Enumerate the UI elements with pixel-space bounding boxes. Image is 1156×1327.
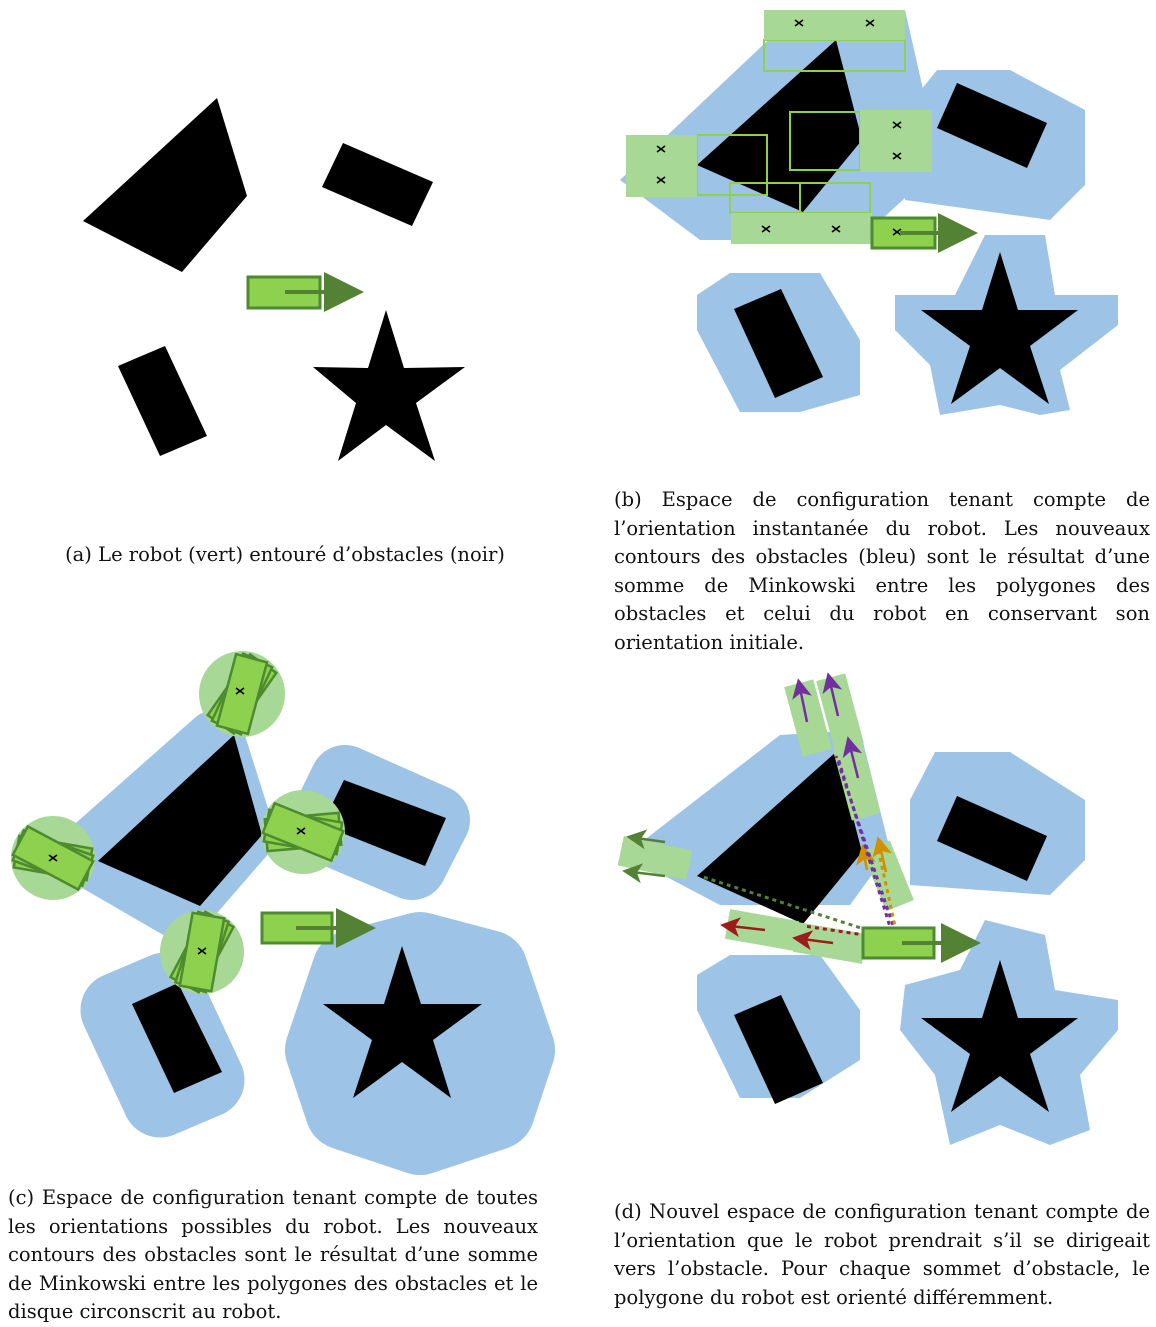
robot xyxy=(260,908,376,948)
obstacle-quadrilateral xyxy=(98,735,262,906)
obstacle-rectangle-bottom-left xyxy=(734,289,823,398)
panel-b-drawing xyxy=(620,10,1118,415)
caption-d: (d) Nouvel espace de configuration tenan… xyxy=(614,1198,1150,1312)
obstacle-rectangle-bottom-left xyxy=(132,983,222,1093)
obstacle-star xyxy=(323,946,482,1098)
panel-d xyxy=(600,660,1156,1160)
robot xyxy=(246,272,364,312)
disc-top xyxy=(199,651,285,737)
caption-b-text: (b) Espace de configuration tenant compt… xyxy=(614,488,1150,654)
caption-a: (a) Le robot (vert) entouré d’obstacles … xyxy=(40,541,530,570)
robot-marker-icon xyxy=(656,19,902,233)
robot-marker-icon xyxy=(892,228,902,236)
obstacle-rectangle-top-right xyxy=(937,796,1047,881)
obstacle-rectangle-top-right xyxy=(937,83,1047,168)
panel-d-drawing xyxy=(617,672,1118,1145)
obstacle-star xyxy=(313,310,465,461)
obstacle-star xyxy=(921,960,1078,1112)
robot xyxy=(861,923,981,963)
obstacle-quadrilateral xyxy=(697,752,862,924)
panel-a-drawing xyxy=(83,98,465,461)
panel-c-drawing xyxy=(11,651,555,1175)
panel-c xyxy=(0,640,560,1175)
disc-middle xyxy=(261,790,345,874)
obstacle-quadrilateral xyxy=(83,98,247,272)
obstacle-rectangle-bottom-left xyxy=(118,346,207,456)
caption-c: (c) Espace de configuration tenant compt… xyxy=(8,1184,538,1327)
caption-c-text: (c) Espace de configuration tenant compt… xyxy=(8,1186,538,1323)
obstacle-star xyxy=(921,252,1078,404)
caption-d-text: (d) Nouvel espace de configuration tenan… xyxy=(614,1200,1150,1309)
disc-left xyxy=(11,816,95,900)
ghost-robots xyxy=(626,10,932,244)
robot-marker-icon xyxy=(48,854,58,862)
caption-b: (b) Espace de configuration tenant compt… xyxy=(614,486,1150,657)
caption-a-text: (a) Le robot (vert) entouré d’obstacles … xyxy=(65,543,505,566)
obstacle-rectangle-top-right xyxy=(322,143,433,226)
obstacle-rectangle-bottom-left xyxy=(734,995,823,1104)
robot-marker-icon xyxy=(235,687,245,695)
panel-b xyxy=(600,0,1156,480)
robot-marker-icon xyxy=(197,947,207,955)
robot xyxy=(870,213,978,253)
disc-bottom xyxy=(160,910,244,994)
panel-a xyxy=(0,0,560,480)
robot-marker-icon xyxy=(296,827,306,835)
obstacle-rectangle-top-right xyxy=(322,780,446,866)
